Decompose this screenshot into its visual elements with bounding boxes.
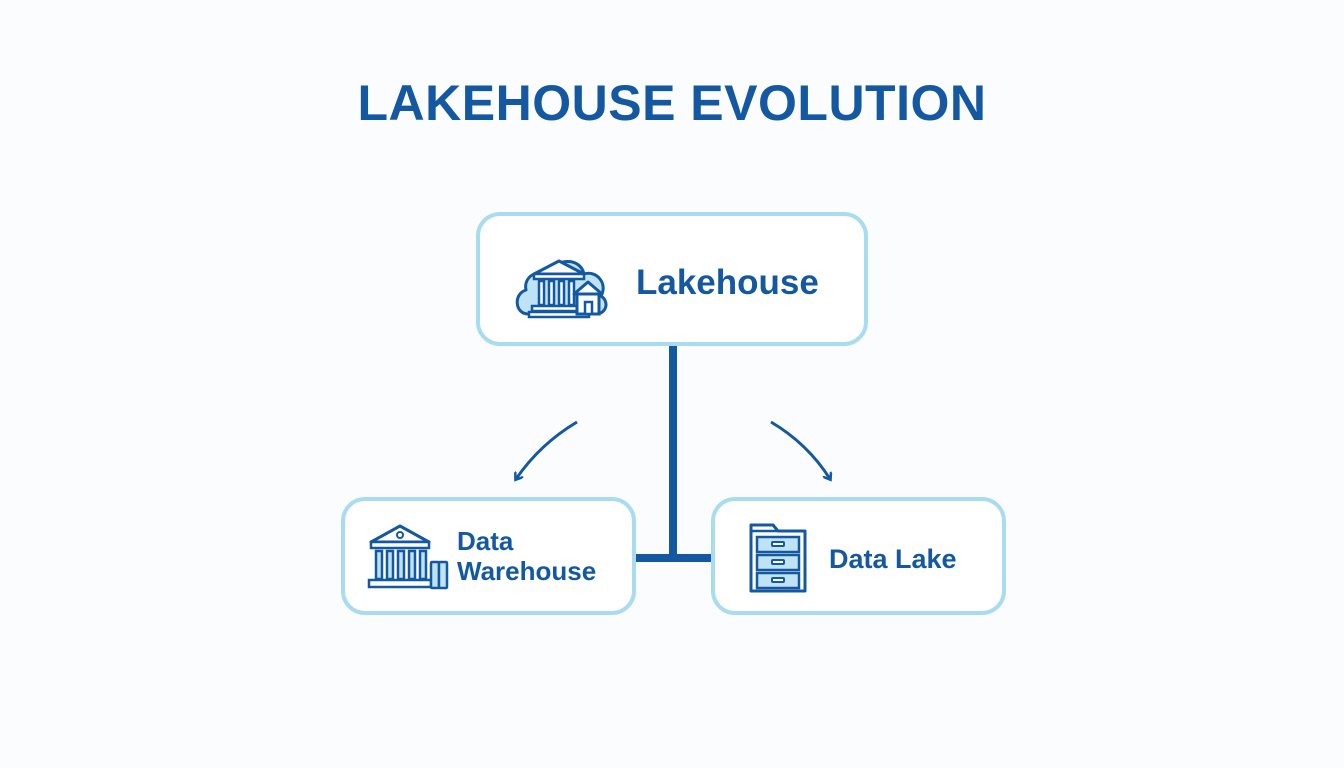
data-warehouse-node: Data Warehouse bbox=[341, 497, 636, 615]
cloud-bank-house-icon bbox=[512, 244, 612, 329]
page-title: LAKEHOUSE EVOLUTION bbox=[357, 75, 987, 131]
lakehouse-label: Lakehouse bbox=[636, 263, 819, 302]
data-warehouse-label-line2: Warehouse bbox=[457, 556, 597, 586]
data-warehouse-label-line1: Data bbox=[457, 526, 514, 556]
data-lake-node: Data Lake bbox=[711, 497, 1006, 615]
bank-building-icon bbox=[367, 522, 451, 599]
data-warehouse-label: Data Warehouse bbox=[457, 526, 596, 586]
lakehouse-node: Lakehouse bbox=[476, 212, 868, 346]
right-arrow bbox=[770, 420, 830, 479]
data-lake-label: Data Lake bbox=[829, 544, 957, 574]
file-cabinet-icon bbox=[747, 521, 809, 600]
left-arrow bbox=[516, 420, 578, 479]
tree-connector bbox=[636, 346, 711, 562]
